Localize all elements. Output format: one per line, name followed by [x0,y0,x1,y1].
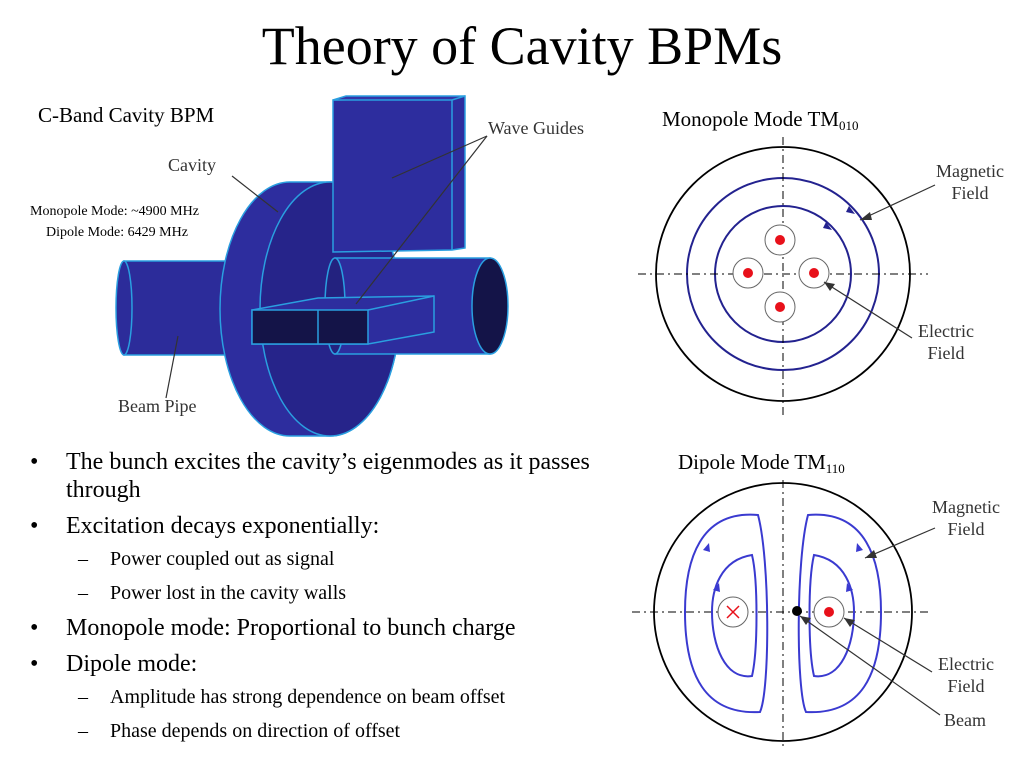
beam-marker [792,606,802,616]
sub-bullet-item: Phase depends on direction of offset [66,718,630,744]
beam-label: Beam [944,710,986,730]
bullet-item: Monopole mode: Proportional to bunch cha… [30,614,630,642]
charge [809,268,819,278]
waveguides-label: Wave Guides [488,118,585,138]
dipole-title: Dipole Mode TM110 [678,450,845,476]
monopole-arrow-inner [823,222,832,230]
charge [775,235,785,245]
beam-pipe-left-end [115,260,133,356]
bpm-heading: C-Band Cavity BPM [38,103,215,127]
dipole-field-loop-left-inner [710,553,758,678]
charge [775,302,785,312]
sub-bullet-item: Amplitude has strong dependence on beam … [66,684,630,710]
bullet-item: The bunch excites the cavity’s eigenmode… [30,448,630,504]
dipole-field-loop-left-outer [683,513,769,714]
monopole-title: Monopole Mode TM010 [662,107,859,133]
waveguide-callout-line-1 [391,135,488,179]
sub-bullet-item: Power lost in the cavity walls [66,580,630,606]
bullet-item: Dipole mode: Amplitude has strong depend… [30,650,630,744]
waveguide-callout-line-2 [355,135,488,305]
monopole-charges [732,224,830,323]
slide-title: Theory of Cavity BPMs [261,16,783,76]
beampipe-label: Beam Pipe [118,396,197,416]
dipole-field-loop-right-inner [808,553,856,678]
cavity-callout-line [231,175,279,213]
dipole-frequency: Dipole Mode: 6429 MHz [46,225,188,240]
monopole-frequency: Monopole Mode: ~4900 MHz [30,204,199,219]
bullet-item: Excitation decays exponentially: Power c… [30,512,630,606]
bullet-list: The bunch excites the cavity’s eigenmode… [30,448,630,752]
sub-bullet-item: Power coupled out as signal [66,546,630,572]
beampipe-callout-line [165,335,179,399]
cavity-label: Cavity [168,155,216,175]
beam-pipe-opening [471,257,509,355]
charge [743,268,753,278]
monopole-arrow-outer [846,206,855,214]
